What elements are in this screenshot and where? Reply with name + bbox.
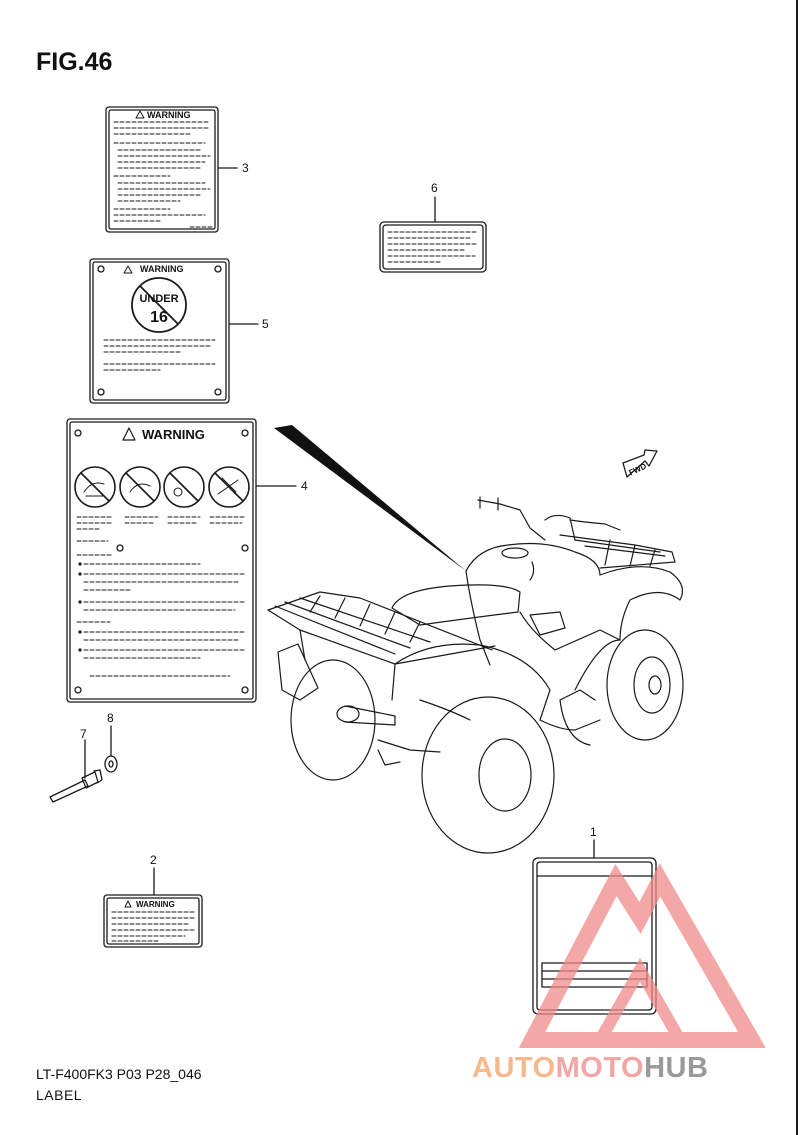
figure-title: FIG.46 <box>36 48 113 76</box>
placement-arrow <box>274 425 466 571</box>
watermark-text: AUTOMOTOHUB <box>472 1052 708 1085</box>
model-code: LT-F400FK3 P03 P28_046 <box>36 1066 202 1082</box>
callout-2: 2 <box>150 853 157 867</box>
atv-illustration <box>267 496 684 854</box>
watermark-moto: MOTO <box>555 1052 645 1084</box>
callout-8: 8 <box>107 711 114 725</box>
label-2-warning: WARNING <box>136 900 175 909</box>
label-5-under: UNDER <box>139 293 178 305</box>
callout-4: 4 <box>301 479 308 493</box>
watermark-hub: HUB <box>644 1052 709 1084</box>
label-6 <box>379 196 487 273</box>
label-5-age: 16 <box>150 309 168 326</box>
label-3-warning: WARNING <box>147 110 191 120</box>
callout-7: 7 <box>80 727 87 741</box>
callout-5: 5 <box>262 317 269 331</box>
fwd-arrow <box>622 449 658 478</box>
label-2 <box>103 867 203 948</box>
rivet-7 <box>49 739 103 803</box>
section-name: LABEL <box>36 1087 83 1103</box>
label-3 <box>105 106 238 233</box>
watermark-auto: AUTO <box>472 1052 556 1084</box>
callout-1: 1 <box>590 825 597 839</box>
label-4 <box>66 418 297 703</box>
label-5-warning: WARNING <box>140 264 184 274</box>
label-5 <box>89 258 259 404</box>
label-4-warning: WARNING <box>142 427 205 442</box>
watermark-logo <box>518 863 766 1048</box>
prohibition-pictograms <box>74 466 250 508</box>
callout-3: 3 <box>242 161 249 175</box>
washer-8 <box>104 725 118 773</box>
callout-6: 6 <box>431 181 438 195</box>
